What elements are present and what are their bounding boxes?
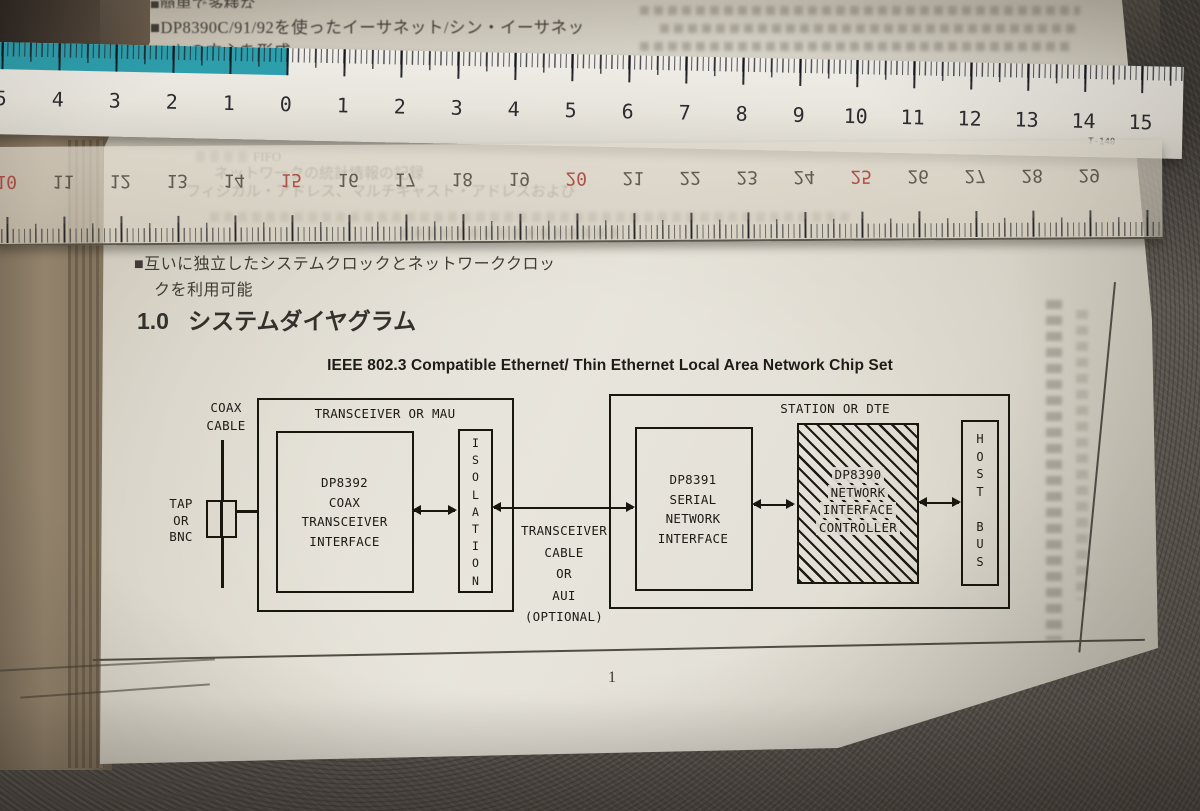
- dp8392-label: DP8392 COAX TRANSCEIVER INTERFACE: [301, 475, 388, 549]
- ruler-number: 27: [964, 164, 987, 187]
- ruler-number: 18: [451, 168, 474, 190]
- ruler-number: 19: [508, 167, 531, 189]
- diagram-title: IEEE 802.3 Compatible Ethernet/ Thin Eth…: [327, 357, 893, 374]
- ruler-number: 11: [52, 170, 75, 192]
- ruler-number: 12: [109, 170, 132, 192]
- ruler-number: 13: [1014, 107, 1039, 132]
- ruler-number: 28: [1021, 164, 1044, 186]
- ruler-number: 16: [337, 168, 360, 190]
- dp8390-label-line: CONTROLLER: [815, 519, 901, 535]
- dp8390-label: DP8390 NETWORK INTERFACE CONTROLLER: [799, 467, 917, 535]
- ruler-number: 15: [1128, 109, 1153, 135]
- tap-to-mau-line: [235, 510, 257, 513]
- mau-title: TRANSCEIVER OR MAU: [314, 406, 456, 421]
- host-bus-box: H O S T B U S: [961, 420, 999, 586]
- bullet-independent-clocks: ■互いに独立したシステムクロックとネットワーククロッ: [134, 256, 556, 273]
- host-bus-label: H O S T B U S: [976, 432, 984, 569]
- ruler-number: 20: [565, 167, 588, 189]
- ruler-number: 17: [394, 168, 417, 190]
- isolation-box: I S O L A T I O N: [458, 429, 493, 593]
- ruler-number: 1: [336, 93, 350, 118]
- arrow-aui: [492, 502, 635, 513]
- mau-box: [257, 398, 514, 612]
- ruler-number: 9: [792, 102, 805, 128]
- station-box: [609, 394, 1010, 609]
- ruler-number: 15: [280, 169, 303, 191]
- ruler-number: 29: [1078, 164, 1101, 186]
- arrow-dp8390-hostbus: [918, 497, 961, 508]
- arrow-dp8391-dp8390: [752, 499, 795, 510]
- tap-connector: [206, 500, 237, 538]
- ruler-number: 5: [564, 98, 577, 123]
- ruler-number: 10: [0, 170, 18, 192]
- dp8391-label: DP8391 SERIAL NETWORK INTERFACE: [657, 472, 729, 546]
- ruler-number: 10: [843, 103, 868, 129]
- section-heading: 1.0 システムダイヤグラム: [137, 308, 417, 334]
- tap-or-bnc-label: TAP OR BNC: [169, 496, 193, 544]
- dp8390-box: DP8390 NETWORK INTERFACE CONTROLLER: [797, 423, 919, 584]
- ruler-number: 4: [51, 87, 65, 112]
- ruler-number: 4: [507, 96, 520, 122]
- ruler-number: 5: [0, 86, 8, 111]
- isolation-label: I S O L A T I O N: [472, 436, 479, 588]
- bullet-line-dp8390c: ■DP8390C/91/92を使ったイーサネット/シン・イーサネッ: [150, 18, 585, 37]
- station-title: STATION OR DTE: [780, 401, 890, 416]
- dp8390-label-line: NETWORK: [827, 484, 889, 500]
- ruler-number: 8: [735, 101, 748, 126]
- arrow-dp8392-isolation: [412, 505, 457, 516]
- bullet-line-cropped: ■簡単で多様な…: [150, 0, 670, 8]
- dp8390-label-line: INTERFACE: [819, 502, 897, 518]
- ruler-number: 1: [222, 90, 236, 116]
- coax-cable-label: COAX CABLE: [206, 400, 246, 433]
- ghost-bleedthrough: [1076, 310, 1088, 600]
- ruler-number: 3: [450, 95, 463, 120]
- dp8390-label-line: DP8390: [831, 467, 885, 483]
- ruler-number: 13: [166, 169, 189, 191]
- ruler-number: 0: [279, 92, 293, 117]
- ruler-number: 23: [736, 166, 759, 188]
- ruler-number: 26: [907, 165, 930, 187]
- ruler-number: 14: [223, 169, 246, 191]
- ruler-bottom: 10 11 12 13 14 15 16 17 18 19 20 21 22 23 24 25 26 27 28 29: [0, 139, 1163, 246]
- ghost-bleedthrough: [640, 42, 1070, 51]
- ruler-number: 11: [900, 105, 925, 130]
- aui-label: TRANSCEIVER CABLE OR AUI (OPTIONAL): [520, 523, 608, 624]
- ruler-number: 2: [165, 89, 179, 114]
- ruler-number: 6: [621, 99, 634, 124]
- ghost-bleedthrough: [640, 6, 1080, 15]
- ruler-number: 24: [793, 165, 816, 188]
- ghost-bleedthrough: [1046, 300, 1062, 640]
- ruler-number: 7: [678, 100, 691, 125]
- ruler-number: 25: [850, 165, 873, 187]
- ruler-number: 2: [393, 94, 407, 119]
- ruler-number: 21: [622, 167, 645, 189]
- ruler-number: 14: [1071, 108, 1096, 134]
- page-number: 1: [608, 669, 616, 686]
- bullet-independent-clocks-cont: クを利用可能: [154, 282, 254, 299]
- ghost-bleedthrough: [660, 24, 1080, 33]
- ruler-number: 22: [679, 166, 702, 188]
- tap-connector-divider: [220, 502, 223, 536]
- ruler-number: 3: [108, 88, 122, 113]
- ruler-number: 12: [957, 106, 982, 131]
